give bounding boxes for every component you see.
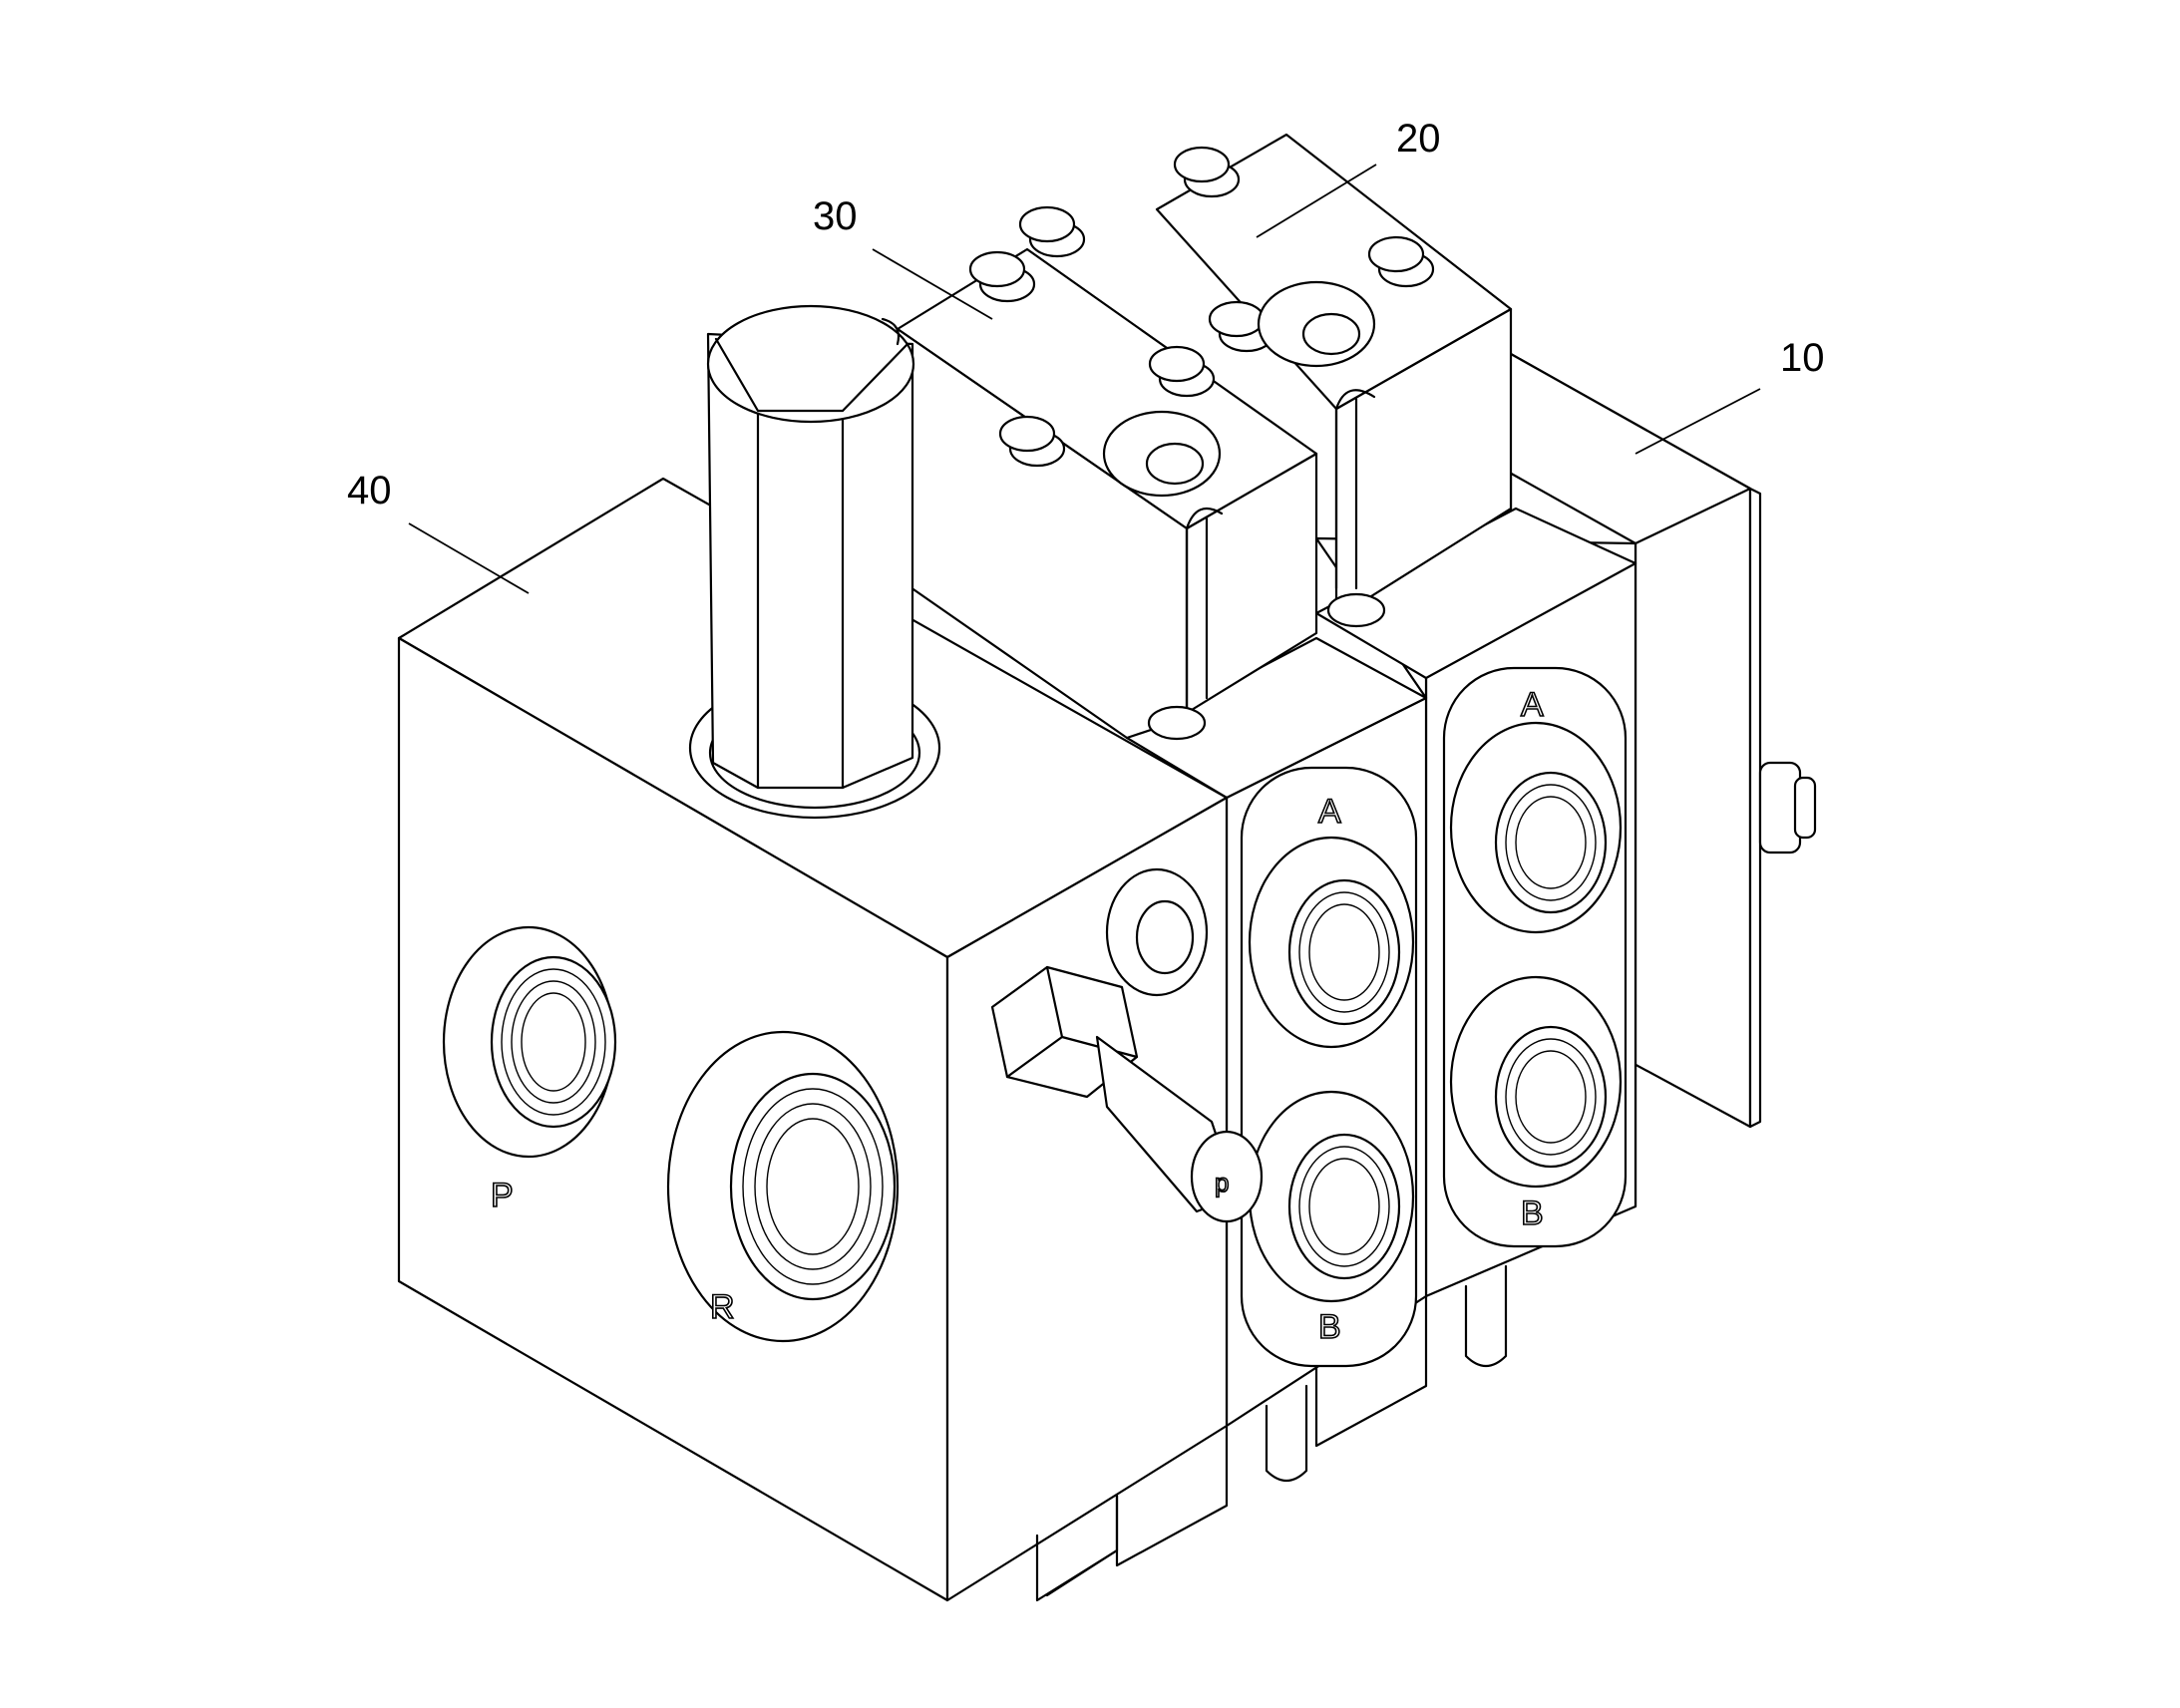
port-label-a-1: A (1318, 793, 1341, 831)
section-30-ports: A B (1240, 766, 1418, 1368)
port-label-b-1: B (1318, 1308, 1341, 1346)
port-p: P (442, 925, 617, 1215)
cap-20-screws (1018, 146, 1435, 628)
section-40: P R p (397, 304, 1264, 1602)
shaft-end (1758, 761, 1817, 854)
section-20: A B (1018, 133, 1637, 1448)
port-label-b-2: B (1521, 1195, 1544, 1232)
port-label-r: R (710, 1288, 735, 1326)
ref-numeral-40: 40 (347, 469, 392, 512)
leader-40 (408, 522, 530, 594)
section-20-ports: A B (1442, 666, 1628, 1248)
port-r: R (666, 1030, 900, 1343)
leader-20 (1256, 164, 1377, 238)
cap-30-screws (968, 250, 1222, 741)
ref-numeral-10: 10 (1780, 336, 1825, 380)
leader-10 (1635, 388, 1761, 455)
reference-callouts: 10 20 30 40 (347, 117, 1825, 594)
section-30: A B (896, 247, 1428, 1567)
side-gauge-port (1105, 867, 1209, 997)
svg-text:p: p (1215, 1168, 1229, 1197)
hydraulic-fitting: p (990, 965, 1264, 1223)
hex-relief-valve (688, 304, 941, 820)
port-label-a-2: A (1521, 686, 1544, 724)
leader-30 (872, 248, 993, 320)
port-label-p: P (491, 1177, 514, 1214)
ref-numeral-20: 20 (1396, 117, 1441, 161)
ref-numeral-30: 30 (813, 194, 858, 238)
